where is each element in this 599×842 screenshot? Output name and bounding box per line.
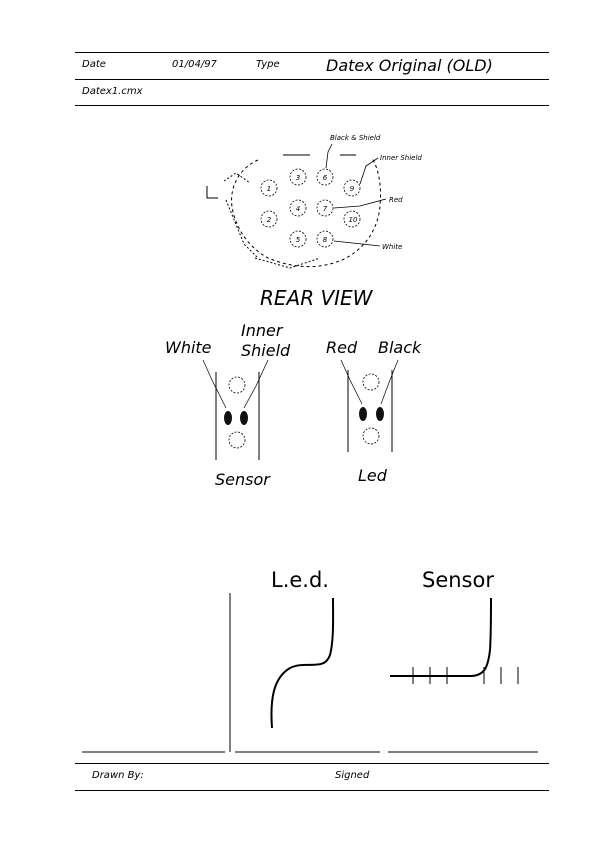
sensor-leader-white <box>202 359 227 409</box>
file-name: Datex1.cmx <box>82 86 143 97</box>
led-red-label: Red <box>326 338 358 357</box>
pin-6-ring <box>316 168 334 186</box>
pin-9-label: 9 <box>350 185 355 193</box>
sensor-leader-shield <box>243 359 269 409</box>
callout-red: Red <box>389 196 403 204</box>
sensor-caption: Sensor <box>215 470 270 489</box>
callout-line-black-shield <box>325 143 333 169</box>
drawn-by-label: Drawn By: <box>92 770 144 781</box>
led-leader-red <box>340 359 363 405</box>
led-upper-pin <box>362 373 380 391</box>
pin-5-ring <box>289 230 307 248</box>
sensor-curve-title: Sensor <box>422 568 494 592</box>
pin-1-label: 1 <box>267 185 271 193</box>
header-top-rule <box>75 52 549 53</box>
connector-left-arm-lower <box>225 199 259 259</box>
pin-10-ring <box>343 210 361 228</box>
callout-line-white <box>333 240 381 247</box>
connector-bottom-lines <box>254 257 321 269</box>
sensor-shield-label: Shield <box>241 341 291 360</box>
connector-outline <box>231 157 381 268</box>
header-bottom-rule <box>75 105 549 106</box>
callout-line-red <box>333 198 387 209</box>
pin-3-label: 3 <box>296 174 300 182</box>
pin-6-label: 6 <box>323 174 328 182</box>
connector-key <box>206 186 218 199</box>
led-curve <box>270 597 335 729</box>
callout-line-inner-shield <box>359 157 379 185</box>
led-contact-right <box>376 407 384 421</box>
footer-bottom-rule <box>75 790 549 791</box>
sensor-curve <box>390 597 492 677</box>
callout-black-shield: Black & Shield <box>330 134 381 142</box>
pin-10-label: 10 <box>349 216 358 224</box>
sensor-inner-label: Inner <box>241 321 283 340</box>
pin-4-label: 4 <box>296 205 300 213</box>
pin-8-ring <box>316 230 334 248</box>
led-leader-black <box>380 359 399 405</box>
pin-2-ring <box>260 210 278 228</box>
pin-2-label: 2 <box>267 216 272 224</box>
footer-top-rule <box>75 763 549 764</box>
sensor-white-label: White <box>165 338 212 357</box>
pin-1-ring <box>260 179 278 197</box>
led-contact-left <box>359 407 367 421</box>
date-value: 01/04/97 <box>172 59 217 70</box>
callout-inner-shield: Inner Shield <box>380 154 422 162</box>
rear-view-title: REAR VIEW <box>260 286 373 310</box>
pin-7-label: 7 <box>323 205 328 213</box>
date-label: Date <box>82 59 106 70</box>
sensor-upper-pin <box>228 376 246 394</box>
pin-8-label: 8 <box>323 236 328 244</box>
signed-label: Signed <box>335 770 370 781</box>
pin-5-label: 5 <box>296 236 301 244</box>
header-middle-rule <box>75 79 549 80</box>
pin-3-ring <box>289 168 307 186</box>
led-curve-title: L.e.d. <box>271 568 329 592</box>
pin-4-ring <box>289 199 307 217</box>
led-black-label: Black <box>378 338 422 357</box>
sensor-contact-right <box>240 411 248 425</box>
led-caption: Led <box>358 466 387 485</box>
connector-left-arm <box>223 172 251 184</box>
sensor-lower-pin <box>228 431 246 449</box>
led-lower-pin <box>362 427 380 445</box>
pin-9-ring <box>343 179 361 197</box>
callout-white: White <box>382 243 402 251</box>
type-label: Type <box>256 59 280 70</box>
pin-7-ring <box>316 199 334 217</box>
type-value: Datex Original (OLD) <box>326 56 493 75</box>
sensor-contact-left <box>224 411 232 425</box>
